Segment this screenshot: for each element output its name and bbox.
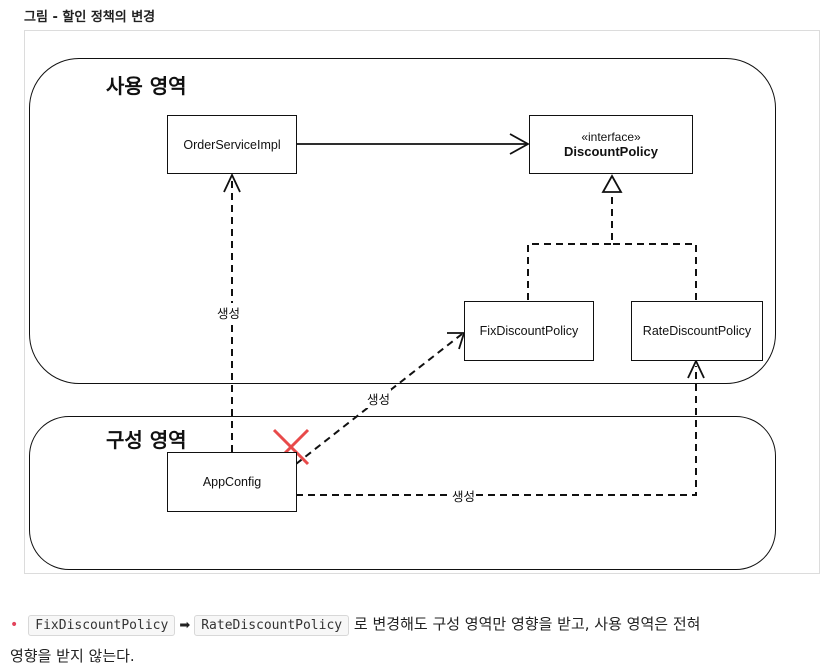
create-order-arrowhead <box>223 172 241 193</box>
app-config-label: AppConfig <box>202 475 262 489</box>
note-bullet: • FixDiscountPolicy➡RateDiscountPolicy 로 … <box>10 609 822 671</box>
create-order-label: 생성 <box>216 303 242 322</box>
order-service-impl-label: OrderServiceImpl <box>183 137 281 152</box>
right-arrow-icon: ➡ <box>179 618 191 633</box>
order-service-impl-box: OrderServiceImpl <box>167 115 297 174</box>
config-zone <box>29 416 776 570</box>
app-config-box: AppConfig <box>167 452 297 512</box>
usage-zone <box>29 58 776 384</box>
association-arrowhead <box>509 133 530 155</box>
realization-fix-line <box>527 192 613 300</box>
code-fix-policy: FixDiscountPolicy <box>28 615 176 636</box>
usage-zone-title: 사용 영역 <box>106 74 187 98</box>
fix-discount-policy-label: FixDiscountPolicy <box>479 324 579 338</box>
create-fix-label: 생성 <box>366 389 392 408</box>
realization-triangle <box>601 174 623 193</box>
rate-discount-policy-box: RateDiscountPolicy <box>631 301 763 361</box>
note-text-line2: 영향을 받지 않는다. <box>10 647 135 665</box>
create-rate-label: 생성 <box>451 486 477 505</box>
config-zone-title: 구성 영역 <box>106 428 187 452</box>
figure-caption: 그림 - 할인 정책의 변경 <box>24 10 156 25</box>
discount-policy-box: «interface» DiscountPolicy <box>529 115 693 174</box>
interface-stereotype: «interface» <box>581 130 641 144</box>
create-rate-arrowhead <box>687 358 705 379</box>
rate-discount-policy-label: RateDiscountPolicy <box>642 324 752 338</box>
note-text-line1: 로 변경해도 구성 영역만 영향을 받고, 사용 영역은 전혀 <box>353 615 701 633</box>
fix-discount-policy-box: FixDiscountPolicy <box>464 301 594 361</box>
bullet-dot: • <box>10 617 19 633</box>
create-rate-line <box>296 366 697 496</box>
discount-policy-label: DiscountPolicy <box>564 144 658 159</box>
realization-rate-line <box>612 243 697 300</box>
code-rate-policy: RateDiscountPolicy <box>194 615 350 636</box>
